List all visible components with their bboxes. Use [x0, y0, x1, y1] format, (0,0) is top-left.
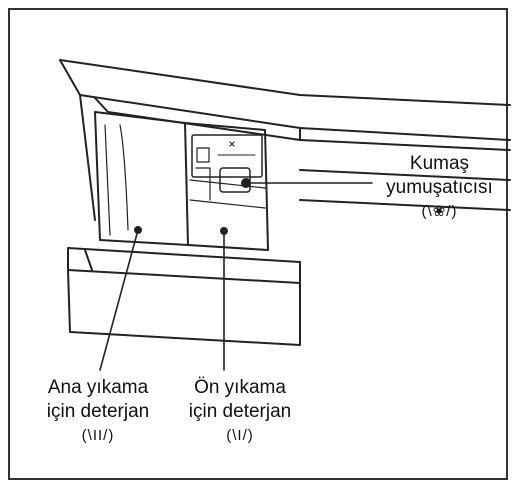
pre-wash-label-line2: için deterjan: [188, 401, 292, 422]
main-wash-label: Ana yıkama için deterjan (\II/): [28, 376, 168, 448]
machine-body: [59, 59, 511, 221]
pre-wash-label-line1: Ön yıkama: [194, 377, 286, 398]
pre-wash-label: Ön yıkama için deterjan (\I/): [170, 376, 310, 448]
main-wash-label-line2: için deterjan: [46, 401, 150, 422]
softener-label-line2: yumuşatıcısı: [386, 177, 493, 198]
leader-lines: [99, 182, 373, 371]
main-wash-symbol: (\II/): [81, 427, 115, 444]
softener-label: Kumaş yumuşatıcısı (\❀/): [372, 152, 507, 224]
drawer-front: [67, 247, 301, 346]
softener-symbol: (\❀/): [421, 203, 458, 220]
diagram-frame: [8, 8, 508, 480]
main-wash-label-line1: Ana yıkama: [47, 377, 149, 398]
softener-label-line1: Kumaş: [409, 153, 470, 174]
pre-wash-symbol: (\I/): [226, 427, 254, 444]
drawer-compartments: [94, 111, 269, 251]
